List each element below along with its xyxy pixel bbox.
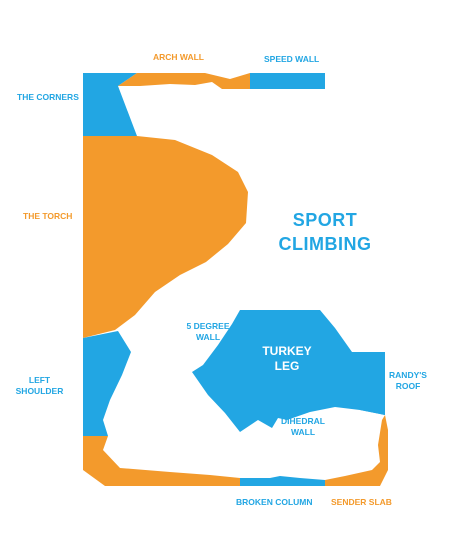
label-5-degree-wall[interactable]: 5 DEGREE WALL bbox=[186, 321, 230, 342]
the-corners-wall[interactable] bbox=[83, 73, 137, 136]
the-torch-wall[interactable] bbox=[83, 136, 248, 338]
arch-wall[interactable] bbox=[118, 73, 250, 89]
bottom-left-wall[interactable] bbox=[83, 436, 240, 486]
turkey-leg-feature[interactable] bbox=[192, 310, 385, 432]
label-the-torch[interactable]: THE TORCH bbox=[23, 211, 73, 221]
broken-column-wall[interactable] bbox=[240, 476, 325, 486]
label-arch-wall[interactable]: ARCH WALL bbox=[153, 52, 204, 62]
label-dihedral-wall[interactable]: DIHEDRAL WALL bbox=[281, 416, 325, 437]
label-left-shoulder[interactable]: LEFT SHOULDER bbox=[15, 375, 64, 396]
label-broken-column[interactable]: BROKEN COLUMN bbox=[236, 497, 313, 507]
label-the-corners[interactable]: THE CORNERS bbox=[17, 92, 79, 102]
randys-roof-wall[interactable] bbox=[352, 352, 385, 415]
label-speed-wall[interactable]: SPEED WALL bbox=[264, 54, 320, 64]
label-randys-roof[interactable]: RANDY'S ROOF bbox=[389, 370, 427, 391]
speed-wall[interactable] bbox=[250, 73, 325, 89]
map-title: SPORT CLIMBING bbox=[278, 210, 372, 254]
label-turkey-leg[interactable]: TURKEY LEG bbox=[262, 344, 312, 373]
left-shoulder-wall[interactable] bbox=[83, 331, 131, 436]
label-sender-slab[interactable]: SENDER SLAB bbox=[331, 497, 392, 507]
sender-slab-wall[interactable] bbox=[325, 415, 388, 486]
